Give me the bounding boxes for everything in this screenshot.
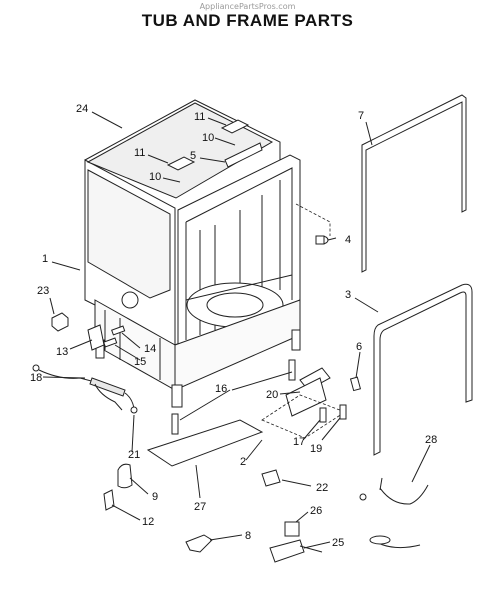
leveling-mount xyxy=(117,463,133,489)
callout-6: 6 xyxy=(356,341,362,353)
door-gasket-top xyxy=(361,94,467,273)
leader-lines xyxy=(42,111,431,549)
watermark-text: AppliancePartsPros.com xyxy=(199,2,296,11)
callout-27: 27 xyxy=(194,501,206,513)
leveling-leg xyxy=(103,489,115,511)
callout-numbers: 24 11 10 11 5 10 7 4 1 23 3 13 14 15 6 1… xyxy=(30,103,437,549)
bracket-assembly xyxy=(261,367,347,439)
callout-15: 15 xyxy=(134,356,146,368)
hinge-spring-cable xyxy=(32,364,138,414)
callout-4: 4 xyxy=(345,234,351,246)
base-plate xyxy=(146,419,264,467)
float-sensor xyxy=(269,521,323,563)
callout-23: 23 xyxy=(37,285,49,297)
callout-8: 8 xyxy=(245,530,251,542)
callout-17: 17 xyxy=(293,436,305,448)
callout-26: 26 xyxy=(310,505,322,517)
drain-valve xyxy=(185,534,213,553)
callout-21: 21 xyxy=(128,449,140,461)
callout-24: 24 xyxy=(76,103,88,115)
bracket-part xyxy=(87,324,105,351)
diagram-title: TUB AND FRAME PARTS xyxy=(141,11,354,30)
callout-10: 10 xyxy=(149,171,161,183)
callout-20: 20 xyxy=(266,389,278,401)
wire-harness xyxy=(359,477,429,549)
plug-part xyxy=(315,235,329,245)
callout-25: 25 xyxy=(332,537,344,549)
callout-14: 14 xyxy=(144,343,156,355)
callout-16: 16 xyxy=(215,383,227,395)
callout-10: 10 xyxy=(202,132,214,144)
callout-7: 7 xyxy=(358,110,364,122)
callout-19: 19 xyxy=(310,443,322,455)
callout-12: 12 xyxy=(142,516,154,528)
callout-9: 9 xyxy=(152,491,158,503)
callout-11: 11 xyxy=(134,147,145,159)
callout-28: 28 xyxy=(425,434,437,446)
clip-part xyxy=(51,312,69,332)
dishwasher-tub xyxy=(84,99,301,408)
screw-part xyxy=(349,376,362,392)
callout-18: 18 xyxy=(30,372,42,384)
callout-11: 11 xyxy=(194,111,205,123)
callout-2: 2 xyxy=(240,456,246,468)
callout-13: 13 xyxy=(56,346,68,358)
tub-seal-lower xyxy=(373,283,473,456)
callout-3: 3 xyxy=(345,289,351,301)
callout-22: 22 xyxy=(316,482,328,494)
wire-connector xyxy=(261,469,281,487)
callout-5: 5 xyxy=(190,150,196,162)
callout-1: 1 xyxy=(42,253,48,265)
